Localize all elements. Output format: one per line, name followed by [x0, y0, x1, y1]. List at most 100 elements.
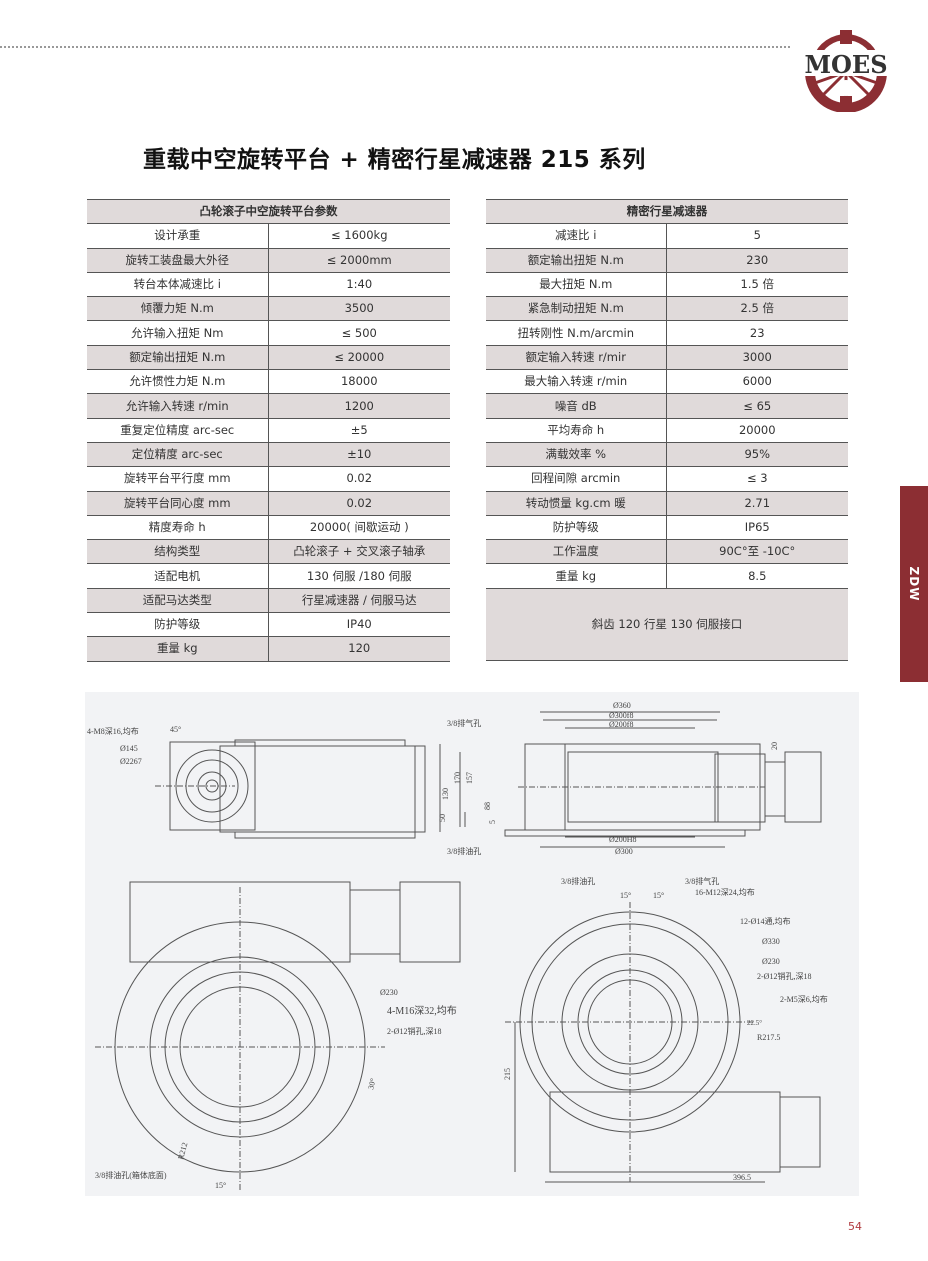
param-name: 适配马达类型	[87, 588, 269, 614]
param-name: 精度寿命 h	[87, 515, 269, 541]
dim-label: 3/8排气孔	[447, 718, 481, 728]
dim-label: 215	[503, 1068, 512, 1080]
param-name: 旋转工装盘最大外径	[87, 248, 269, 273]
param-name: 定位精度 arc-sec	[87, 442, 269, 468]
dim-label: Ø200f8	[609, 720, 633, 729]
param-value: 2.5 倍	[666, 296, 848, 322]
table-header: 凸轮滚子中空旋转平台参数	[87, 198, 450, 225]
dim-label: 130	[441, 788, 450, 800]
dim-label: 3/8排气孔	[685, 876, 719, 886]
table-header: 精密行星减速器	[486, 198, 848, 225]
dim-label: 3/8排油孔	[561, 876, 595, 886]
param-value: 90C°至 -10C°	[666, 539, 848, 565]
param-name: 额定输出扭矩 N.m	[486, 248, 667, 273]
dim-label: R217.5	[757, 1033, 780, 1042]
param-value: ≤ 1600kg	[268, 223, 450, 249]
param-name: 允许惯性力矩 N.m	[87, 369, 269, 395]
param-name: 平均寿命 h	[486, 418, 667, 443]
param-value: 95%	[666, 442, 848, 468]
param-value: ≤ 500	[268, 320, 450, 346]
param-name: 设计承重	[87, 223, 269, 249]
param-name: 重量 kg	[486, 563, 667, 589]
param-value: 20000( 间歇运动 )	[268, 515, 450, 541]
param-name: 最大扭矩 N.m	[486, 272, 667, 298]
param-name: 允许输入转速 r/min	[87, 393, 269, 419]
param-value: ≤ 65	[666, 393, 848, 419]
param-value: 3000	[666, 345, 848, 371]
dim-label: 50	[438, 814, 447, 822]
dim-label: 170	[453, 772, 462, 784]
dim-label: 3/8排油孔	[447, 846, 481, 856]
param-value: 0.02	[268, 466, 450, 492]
section-side-tab: ZDW	[900, 486, 928, 682]
param-name: 旋转平台同心度 mm	[87, 491, 269, 516]
param-value: 3500	[268, 296, 450, 322]
param-name: 转动惯量 kg.cm 暖	[486, 491, 667, 516]
dim-label: Ø300	[615, 847, 633, 856]
param-name: 额定输出扭矩 N.m	[87, 345, 269, 371]
dim-label: 15°	[620, 891, 631, 900]
technical-drawing: 4-M8深16,均布 45° Ø145 Ø2267 3/8排气孔 3/8排油孔 …	[85, 692, 859, 1196]
param-value: 20000	[666, 418, 848, 443]
param-name: 旋转平台平行度 mm	[87, 466, 269, 492]
param-value: ±5	[268, 418, 450, 443]
drawing-bottom-left-view	[95, 881, 461, 1192]
logo-text: MOES	[804, 50, 887, 79]
dim-label: 88	[483, 802, 492, 810]
dim-label: 30°	[366, 1077, 378, 1090]
drawing-top-left-view	[155, 739, 466, 839]
dim-label: Ø360	[613, 701, 631, 710]
dim-label: Ø200H8	[609, 835, 637, 844]
param-name: 紧急制动扭矩 N.m	[486, 296, 667, 322]
dim-label: Ø230	[762, 957, 780, 966]
param-value: 行星减速器 / 伺服马达	[268, 588, 450, 614]
dim-label: 4-M8深16,均布	[87, 726, 139, 736]
param-name: 适配电机	[87, 563, 269, 589]
dim-label: 2-Ø12销孔,深18	[387, 1026, 441, 1036]
interface-note: 斜齿 120 行星 130 伺服接口	[486, 588, 848, 661]
param-value: ≤ 3	[666, 466, 848, 492]
param-value: 2.71	[666, 491, 848, 516]
param-value: 1.5 倍	[666, 272, 848, 298]
param-value: IP65	[666, 515, 848, 541]
drawing-bottom-right-view	[505, 902, 821, 1183]
param-value: 6000	[666, 369, 848, 395]
dim-label: 45°	[170, 725, 181, 734]
param-value: ±10	[268, 442, 450, 468]
param-name: 重量 kg	[87, 636, 269, 662]
param-value: 23	[666, 320, 848, 346]
param-name: 防护等级	[87, 612, 269, 638]
drawing-top-right-view	[504, 711, 822, 848]
param-name: 额定输入转速 r/mir	[486, 345, 667, 371]
param-name: 噪音 dB	[486, 393, 667, 419]
side-tab-label: ZDW	[907, 566, 921, 602]
param-name: 允许输入扭矩 Nm	[87, 320, 269, 346]
param-name: 转台本体减速比 i	[87, 272, 269, 298]
param-name: 倾覆力矩 N.m	[87, 296, 269, 322]
dim-label: 5	[488, 820, 497, 824]
dim-label: 12-Ø14通,均布	[740, 916, 790, 926]
dim-label: 4-M16深32,均布	[387, 1005, 457, 1017]
param-value: 1200	[268, 393, 450, 419]
param-name: 重复定位精度 arc-sec	[87, 418, 269, 443]
param-name: 工作温度	[486, 539, 667, 565]
param-value: ≤ 2000mm	[268, 248, 450, 273]
dim-label: 16-M12深24,均布	[695, 887, 755, 897]
param-value: 8.5	[666, 563, 848, 589]
page-number: 54	[848, 1220, 862, 1233]
dim-label: Ø145	[120, 744, 138, 753]
moes-logo: MOES	[800, 28, 892, 113]
platform-spec-table: 凸轮滚子中空旋转平台参数 设计承重≤ 1600kg 旋转工装盘最大外径≤ 200…	[87, 198, 450, 662]
param-name: 减速比 i	[486, 223, 667, 249]
param-name: 回程间隙 arcmin	[486, 466, 667, 492]
dim-label: 2-Ø12销孔,深18	[757, 971, 811, 981]
param-name: 结构类型	[87, 539, 269, 565]
dim-label: R212	[176, 1141, 189, 1160]
dim-label: 22.5°	[747, 1019, 762, 1027]
param-value: 230	[666, 248, 848, 273]
param-name: 防护等级	[486, 515, 667, 541]
dim-label: Ø300f8	[609, 711, 633, 720]
param-value: 凸轮滚子 + 交叉滚子轴承	[268, 539, 450, 565]
param-value: 1:40	[268, 272, 450, 298]
param-value: 18000	[268, 369, 450, 395]
